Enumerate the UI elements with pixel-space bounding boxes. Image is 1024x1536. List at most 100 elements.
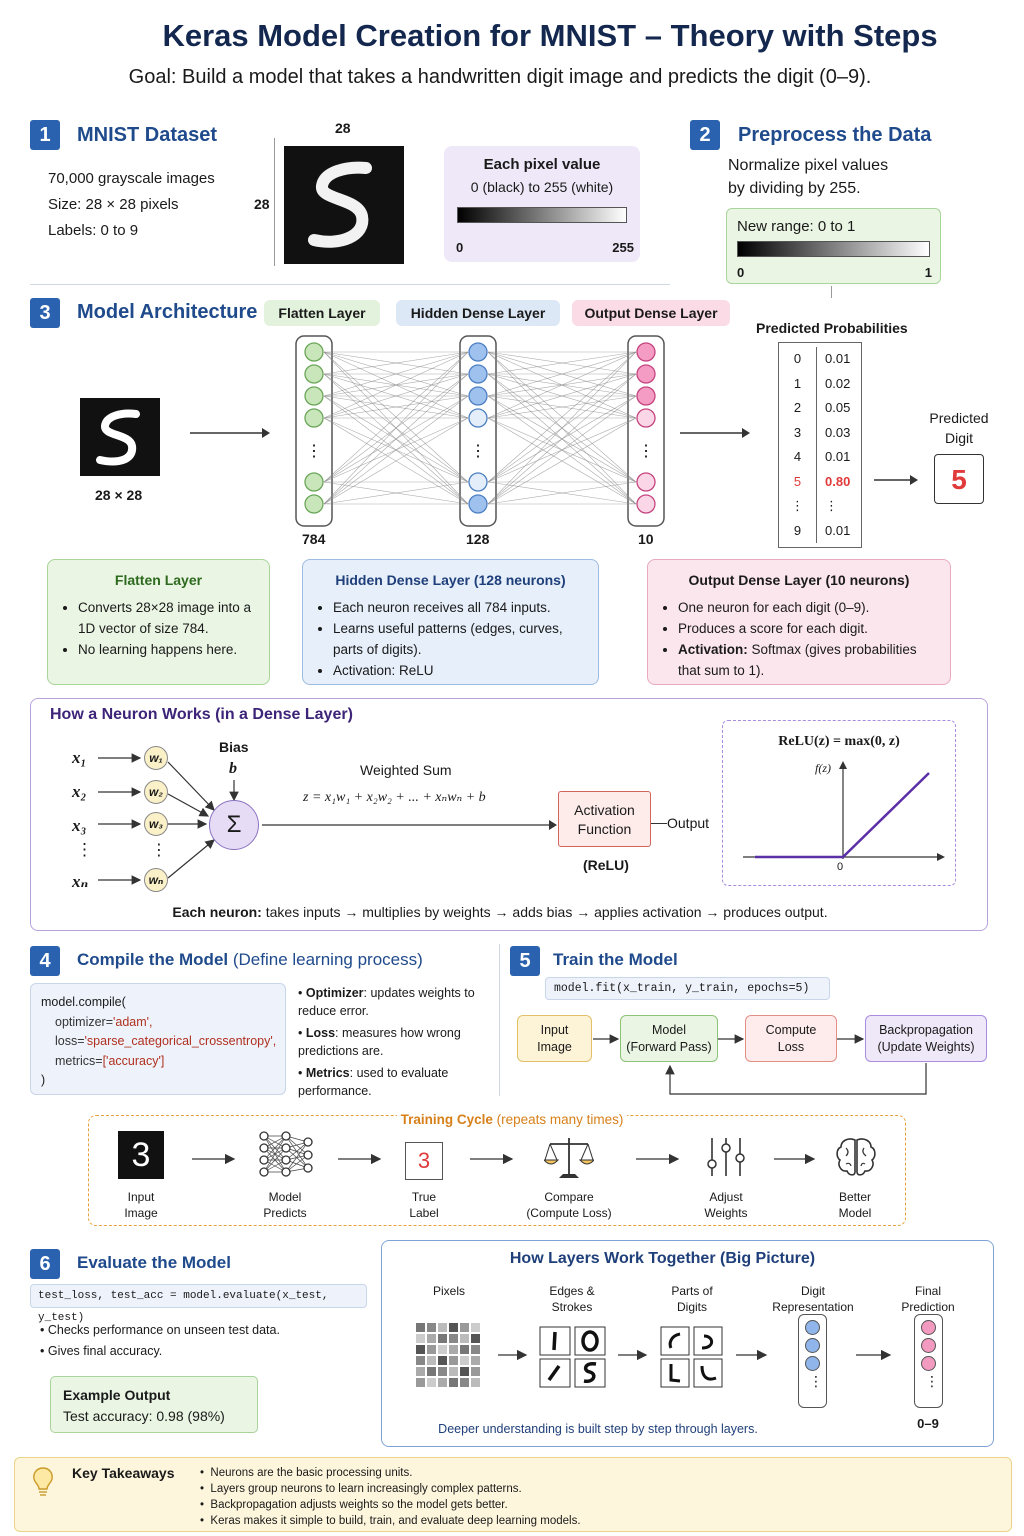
step-1-number: 1 <box>30 120 60 150</box>
connection <box>487 351 637 505</box>
connection <box>487 351 637 397</box>
pixel-cell <box>427 1345 436 1354</box>
connection <box>487 395 637 419</box>
step-4-number: 4 <box>30 946 60 976</box>
relu-title: ReLU(z) = max(0, z) <box>778 734 900 749</box>
output-info-item: One neuron for each digit (0–9). <box>678 597 936 618</box>
pixel-cell <box>471 1356 480 1365</box>
compile-bullet: • Loss: measures how wrong predictions a… <box>298 1026 461 1058</box>
evaluate-code: test_loss, test_acc = model.evaluate(x_t… <box>30 1284 367 1324</box>
pixel-cell <box>427 1367 436 1376</box>
neuron <box>636 472 656 492</box>
example-output-box: Example Output Test accuracy: 0.98 (98%) <box>50 1376 258 1433</box>
prob-row: ⋮⋮ <box>779 494 861 519</box>
prediction-range: 0–9 <box>917 1416 939 1431</box>
compile-bullets: • Optimizer: updates weights to reduce e… <box>298 984 494 1100</box>
step-2-heading: Preprocess the Data <box>738 124 932 146</box>
prob-title: Predicted Probabilities <box>756 320 908 336</box>
activation-text: Softmax (gives probabilities that sum to… <box>678 642 917 678</box>
prob-value: 0.03 <box>825 424 851 440</box>
pixel-cell <box>416 1334 425 1343</box>
neuron <box>304 408 324 428</box>
normalized-range-box: New range: 0 to 1 0 1 <box>726 208 941 284</box>
neuron <box>636 364 656 384</box>
step-1-line: Size: 28 × 28 pixels <box>48 196 179 213</box>
dim-line <box>274 138 275 266</box>
weighted-sum-label: Weighted Sum <box>360 762 452 778</box>
activation-sub: (ReLU) <box>583 857 629 873</box>
neuron <box>468 472 488 492</box>
relu-origin: 0 <box>837 861 844 873</box>
pixel-cell <box>427 1334 436 1343</box>
connection <box>323 373 469 505</box>
predicted-digit: 5 <box>934 454 984 504</box>
goal-text: Goal: Build a model that takes a handwri… <box>128 66 872 88</box>
big-picture-title: How Layers Work Together (Big Picture) <box>509 1250 816 1267</box>
new-range-label: New range: 0 to 1 <box>737 218 856 235</box>
pixel-cell <box>438 1334 447 1343</box>
big-picture-footer: Deeper understanding is built step by st… <box>438 1422 758 1436</box>
neuron-section <box>30 698 988 931</box>
dim-left-label: 28 <box>254 196 270 212</box>
evaluate-bullets: • Checks performance on unseen test data… <box>40 1320 280 1362</box>
layer-column <box>295 335 333 527</box>
layer-column <box>627 335 665 527</box>
pixel-cell <box>460 1334 469 1343</box>
arrow <box>874 475 918 485</box>
edges-icon <box>539 1326 606 1388</box>
output-info-item: Activation: Softmax (gives probabilities… <box>678 639 936 681</box>
step-5-number: 5 <box>510 946 540 976</box>
pixel-cell <box>427 1356 436 1365</box>
connection <box>487 417 637 505</box>
layer-size-10: 10 <box>638 531 654 547</box>
connection <box>487 351 637 375</box>
pixel-value-box: Each pixel value 0 (black) to 255 (white… <box>444 146 640 262</box>
neuron-ellipsis: ⋮ <box>638 443 654 460</box>
prediction-neuron <box>921 1356 936 1371</box>
key-takeaways-title: Key Takeaways <box>72 1465 175 1481</box>
pixel-cell <box>438 1345 447 1354</box>
input-xn: xₙ <box>72 872 89 891</box>
tag-flatten: Flatten Layer <box>264 300 380 326</box>
normalized-gradient <box>737 241 930 257</box>
predicted-label: Predicted <box>929 410 989 426</box>
icon-node <box>259 1167 269 1177</box>
code-line: metrics=['accuracy'] <box>55 1053 165 1068</box>
compile-bullet: • Metrics: used to evaluate performance. <box>298 1066 449 1098</box>
weight-w3: w₃ <box>144 812 168 836</box>
input-x3: x₃ <box>72 816 87 835</box>
prob-value: 0.01 <box>825 449 851 464</box>
bp-arrows <box>498 1349 892 1361</box>
bias-label: Bias <box>219 739 249 755</box>
gradient-min: 0 <box>456 240 464 255</box>
layer-size-128: 128 <box>466 531 490 547</box>
icon-node <box>281 1131 291 1141</box>
neuron-heading: How a Neuron Works (in a Dense Layer) <box>50 706 353 723</box>
connection <box>323 417 469 505</box>
icon-connection <box>285 1141 309 1161</box>
neuron <box>636 408 656 428</box>
flatten-info-item: No learning happens here. <box>78 639 255 660</box>
connection <box>487 481 637 505</box>
pixel-cell <box>471 1367 480 1376</box>
pixel-cell <box>416 1323 425 1332</box>
connection <box>323 395 469 419</box>
neuron-connections <box>98 753 239 885</box>
cycle-caption: Compare(Compute Loss) <box>526 1190 612 1220</box>
input-digit-image <box>80 398 160 476</box>
page-title: Keras Model Creation for MNIST – Theory … <box>162 18 938 53</box>
sum-node: Σ <box>209 800 259 850</box>
arrow <box>262 820 557 830</box>
prob-digit: 2 <box>779 396 817 421</box>
flow-model: Model(Forward Pass) <box>620 1015 718 1062</box>
weighted-sum-formula: z = x₁w₁ + x₂w₂ + ... + xₙwₙ + b <box>303 790 486 805</box>
connector <box>831 286 832 298</box>
pixel-cell <box>471 1334 480 1343</box>
neuron <box>304 342 324 362</box>
digit-3-image-icon: 3 <box>118 1131 164 1179</box>
predicted-label: Digit <box>944 430 973 446</box>
pixel-cell <box>416 1356 425 1365</box>
